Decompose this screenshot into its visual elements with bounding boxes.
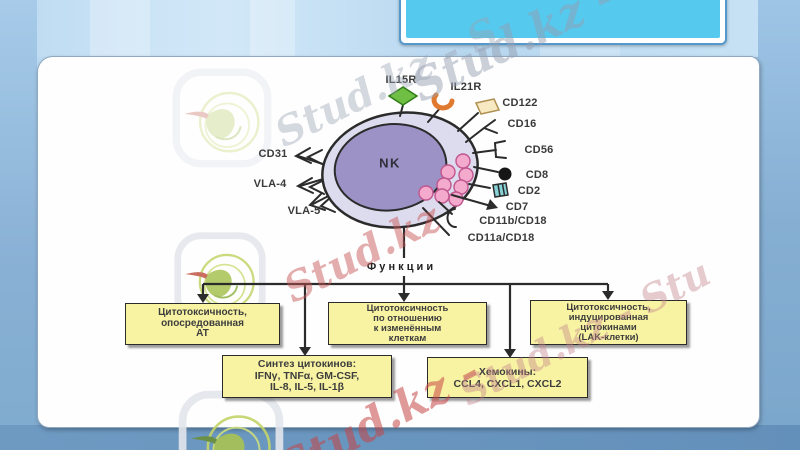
function-box-line: (LAK-клетки) (578, 331, 639, 343)
cd122-marker-icon (474, 98, 501, 115)
receptor-label-cd7: CD7 (505, 201, 529, 213)
function-box-adcc: Цитотоксичность, опосредованная АТ (125, 303, 280, 345)
function-box-line: Цитотоксичность (366, 302, 449, 314)
function-box-line: Синтез цитокинов: (257, 358, 357, 371)
cd2-marker-icon (492, 182, 509, 198)
il15r-marker-icon (387, 86, 419, 106)
function-box-line: Хемокины: (478, 365, 537, 378)
slide-background-bottom (0, 425, 800, 450)
function-box-lak: Цитотоксичность, индуцированная цитокина… (530, 300, 687, 345)
functions-label: Ф у н к ц и и (366, 261, 434, 273)
receptor-label-cd2: CD2 (517, 185, 541, 197)
background-stripe (90, 0, 150, 57)
function-box-line: цитокинами (580, 321, 637, 333)
function-box-line: IFNγ, TNFα, GM-CSF, (254, 369, 360, 382)
cd8-marker-icon (498, 167, 512, 181)
receptor-label-vla4: VLA-4 (253, 178, 287, 190)
il21r-marker-icon (431, 92, 455, 111)
function-box-altered-cells: Цитотоксичность по отношению к изменённы… (328, 302, 487, 345)
receptor-label-cd11b-cd18: CD11b/CD18 (479, 215, 547, 227)
function-box-line: CCL4, CXCL1, CXCL2 (453, 377, 562, 390)
function-box-line: к изменённым (373, 322, 442, 334)
background-stripe (250, 0, 295, 57)
function-box-line: опосредованная (161, 317, 244, 329)
title-box-fill (406, 0, 720, 38)
function-box-line: Цитотоксичность, (158, 307, 247, 319)
receptor-label-cd56: CD56 (524, 144, 554, 156)
content-panel (37, 56, 760, 428)
function-box-line: IL-8, IL-5, IL-1β (269, 381, 345, 394)
receptor-label-cd8: CD8 (525, 169, 549, 181)
function-box-line: по отношению (373, 312, 442, 324)
receptor-label-vla5: VLA-5 (287, 205, 321, 217)
functions-tree-lines (201, 227, 610, 351)
receptor-stems (399, 104, 507, 236)
cd7-arrowhead (486, 199, 498, 210)
functions-tree-arrowheads (197, 291, 614, 358)
cell-nucleus (333, 123, 448, 212)
nk-cell (321, 111, 479, 229)
receptor-label-cd16: CD16 (507, 118, 537, 130)
function-box-line: АТ (196, 328, 209, 340)
slide-background-right (758, 0, 800, 450)
function-box-chemokines: Хемокины: CCL4, CXCL1, CXCL2 (427, 357, 588, 398)
title-box (399, 0, 727, 45)
function-box-cytokine-synthesis: Синтез цитокинов: IFNγ, TNFα, GM-CSF, IL… (222, 355, 392, 398)
receptor-label-cd122: CD122 (502, 97, 538, 109)
function-box-line: индуцированная (568, 311, 649, 323)
receptor-label-il15r: IL15R (385, 74, 417, 86)
function-box-line: Цитотоксичность, (566, 301, 651, 313)
receptor-label-cd31: CD31 (258, 148, 288, 160)
nk-cell-label: NK (379, 155, 401, 171)
receptor-label-il21r: IL21R (450, 81, 482, 93)
receptor-label-cd11a-cd18: CD11a/CD18 (467, 232, 535, 244)
slide-background-left (0, 0, 37, 450)
function-box-line: клеткам (388, 332, 427, 344)
